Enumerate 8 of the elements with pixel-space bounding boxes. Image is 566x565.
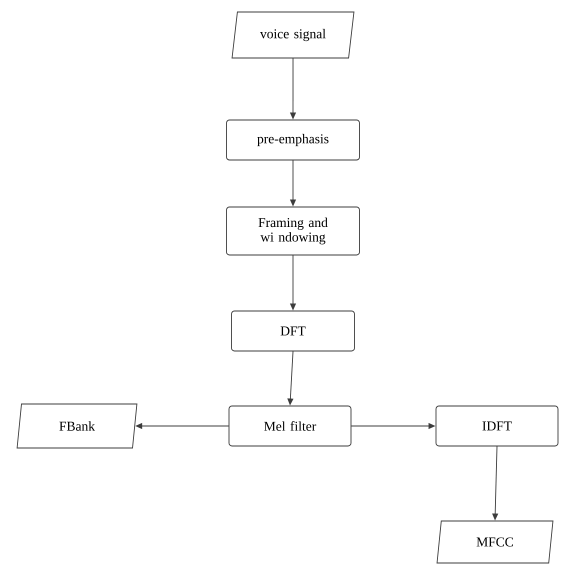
input-parallelogram: voice signal — [232, 12, 354, 58]
process-box: DFT — [231, 310, 355, 352]
process-box: Mel filter — [228, 406, 352, 446]
output-parallelogram: FBank — [16, 404, 138, 448]
output-parallelogram: MFCC — [436, 520, 554, 564]
process-box: IDFT — [436, 406, 558, 446]
process-box: pre-emphasis — [226, 120, 360, 160]
process-box: Framing and wi ndowing — [226, 206, 360, 256]
